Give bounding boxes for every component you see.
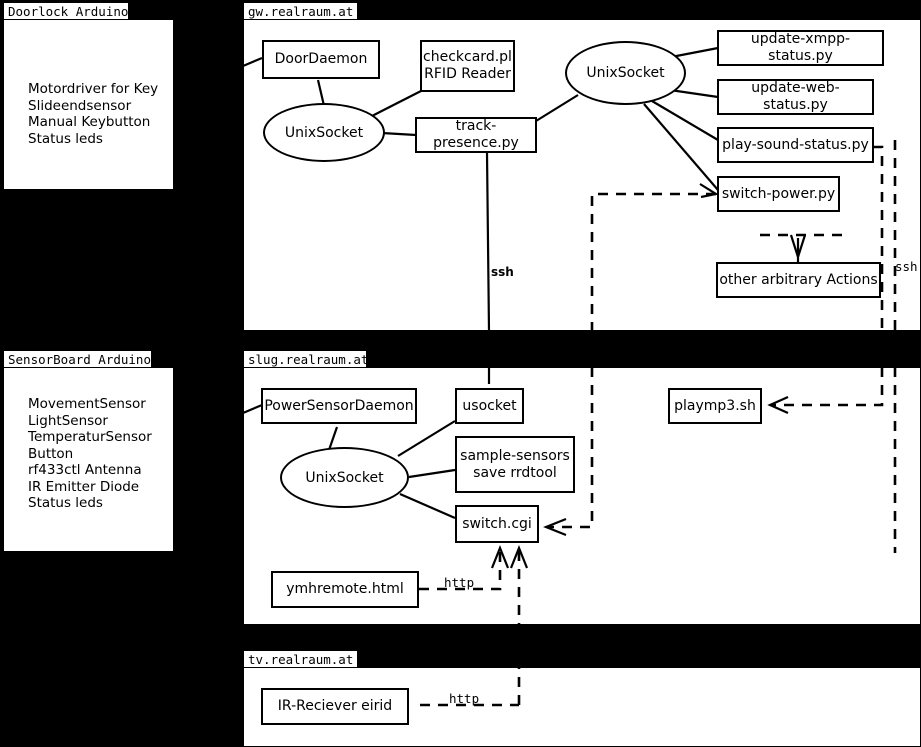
node-other-actions-label: other arbitrary Actions bbox=[719, 271, 878, 288]
node-other-actions[interactable]: other arbitrary Actions bbox=[716, 262, 881, 298]
node-unixsocket-gw-left[interactable]: UnixSocket bbox=[263, 103, 385, 162]
node-update-xmpp-status[interactable]: update-xmpp-status.py bbox=[717, 30, 884, 66]
node-switch-cgi-label: switch.cgi bbox=[462, 515, 532, 532]
panel-gw-label: gw.realraum.at bbox=[243, 2, 358, 20]
node-ir-reciever[interactable]: IR-Reciever eirid bbox=[261, 688, 409, 725]
node-play-sound-status-label: play-sound-status.py bbox=[722, 136, 869, 153]
panel-slug-label: slug.realraum.at bbox=[243, 350, 368, 368]
node-switch-power-label: switch-power.py bbox=[721, 185, 836, 202]
card-sensorboard-arduino: MovementSensor LightSensor TemperaturSen… bbox=[3, 367, 174, 552]
node-switch-cgi[interactable]: switch.cgi bbox=[455, 505, 539, 543]
node-ymhremote[interactable]: ymhremote.html bbox=[271, 571, 419, 608]
card-doorlock-arduino-label: Doorlock Arduino bbox=[3, 2, 129, 20]
node-usocket-label: usocket bbox=[462, 397, 517, 414]
node-update-xmpp-status-label: update-xmpp-status.py bbox=[750, 31, 851, 64]
edge-label-http-ir: http bbox=[449, 691, 480, 706]
card-doorlock-arduino-items: Motordriver for Key Slideendsensor Manua… bbox=[28, 81, 159, 147]
node-unixsocket-gw-left-label: UnixSocket bbox=[284, 124, 364, 141]
node-play-sound-status[interactable]: play-sound-status.py bbox=[717, 127, 874, 163]
node-powersensordaemon[interactable]: PowerSensorDaemon bbox=[261, 388, 417, 424]
node-powersensordaemon-label: PowerSensorDaemon bbox=[264, 397, 414, 414]
node-unixsocket-gw-right-label: UnixSocket bbox=[586, 65, 665, 81]
node-checkcard[interactable]: checkcard.pl RFID Reader bbox=[420, 40, 515, 92]
card-doorlock-arduino: Motordriver for Key Slideendsensor Manua… bbox=[3, 19, 174, 190]
node-unixsocket-slug[interactable]: UnixSocket bbox=[280, 447, 409, 508]
node-playmp3[interactable]: playmp3.sh bbox=[668, 388, 762, 424]
node-update-web-status-label: update-web-status.py bbox=[751, 80, 840, 113]
node-usocket[interactable]: usocket bbox=[455, 388, 524, 424]
panel-tv-label: tv.realraum.at bbox=[243, 650, 358, 668]
node-sample-sensors-label2: save rrdtool bbox=[473, 464, 557, 481]
card-sensorboard-arduino-items: MovementSensor LightSensor TemperaturSen… bbox=[28, 396, 152, 511]
node-unixsocket-slug-label: UnixSocket bbox=[305, 469, 384, 486]
node-doordaemon[interactable]: DoorDaemon bbox=[262, 40, 380, 79]
node-unixsocket-gw-right[interactable]: UnixSocket bbox=[565, 41, 686, 105]
edge-label-ssh-track-presence: ssh bbox=[491, 265, 514, 279]
card-sensorboard-arduino-label: SensorBoard Arduino bbox=[3, 350, 152, 368]
node-update-web-status[interactable]: update-web-status.py bbox=[717, 79, 874, 115]
node-doordaemon-label: DoorDaemon bbox=[274, 51, 368, 67]
node-ir-reciever-label: IR-Reciever eirid bbox=[277, 698, 393, 714]
edge-label-ssh-right: ssh bbox=[895, 259, 918, 274]
node-sample-sensors[interactable]: sample-sensors save rrdtool bbox=[455, 436, 575, 493]
node-checkcard-label: checkcard.pl bbox=[423, 49, 512, 65]
node-track-presence-label: track-presence.py bbox=[433, 118, 519, 151]
node-switch-power[interactable]: switch-power.py bbox=[717, 176, 840, 212]
node-sample-sensors-label: sample-sensors bbox=[460, 447, 570, 464]
node-track-presence[interactable]: track-presence.py bbox=[415, 117, 537, 153]
node-checkcard-label2: RFID Reader bbox=[424, 66, 511, 82]
node-playmp3-label: playmp3.sh bbox=[674, 397, 756, 414]
node-ymhremote-label: ymhremote.html bbox=[286, 581, 404, 597]
edge-label-http-ymhremote: http bbox=[444, 575, 475, 590]
